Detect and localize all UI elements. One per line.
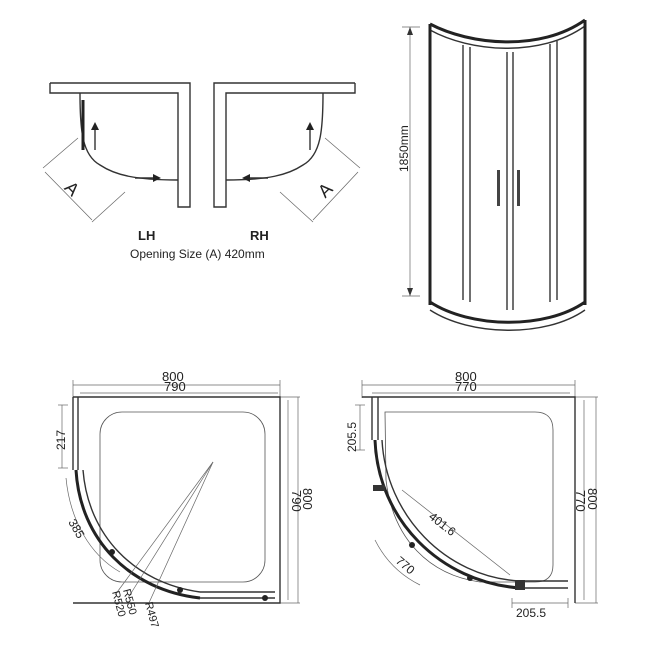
plan-right: 800 770 800 770 205.5 401.6 770 205.5	[345, 369, 600, 620]
bottom-dim-right: 205.5	[516, 606, 546, 620]
height-outer-left: 800	[300, 488, 315, 510]
top-dim-right: 205.5	[345, 422, 359, 452]
arrow-up-icon	[91, 122, 99, 130]
width-outer-left: 800	[162, 369, 184, 384]
side-dim-left: 217	[54, 430, 68, 450]
shower-elevation: 1850mm	[397, 18, 587, 331]
diag-dim-right: 401.6	[426, 509, 459, 539]
arrow-left-icon	[242, 174, 250, 182]
arc-dim-right: 770	[393, 554, 418, 578]
arrow-right-icon	[153, 174, 161, 182]
door-handle-right	[517, 170, 520, 206]
height-inner-right: 770	[573, 490, 588, 512]
width-outer-right: 800	[455, 369, 477, 384]
width-inner-left: 790	[164, 379, 186, 394]
radius-label-3: R497	[142, 601, 160, 630]
plan-left: 800 790 800 790 217 385 R520 R550 R497	[54, 369, 315, 629]
dimension-a-left: A	[61, 177, 84, 200]
rh-label: RH	[250, 228, 269, 243]
door-handle-left	[497, 170, 500, 206]
arrow-up-icon	[306, 122, 314, 130]
width-inner-right: 770	[455, 379, 477, 394]
height-outer-right: 800	[585, 488, 600, 510]
height-dimension: 1850mm	[397, 125, 411, 172]
opening-diagram-rh: A RH	[213, 82, 361, 243]
lh-label: LH	[138, 228, 155, 243]
arc-dim-left: 385	[65, 517, 87, 542]
height-inner-left: 790	[289, 490, 304, 512]
opening-diagram-lh: A LH	[42, 82, 191, 243]
opening-size-caption: Opening Size (A) 420mm	[130, 247, 265, 261]
